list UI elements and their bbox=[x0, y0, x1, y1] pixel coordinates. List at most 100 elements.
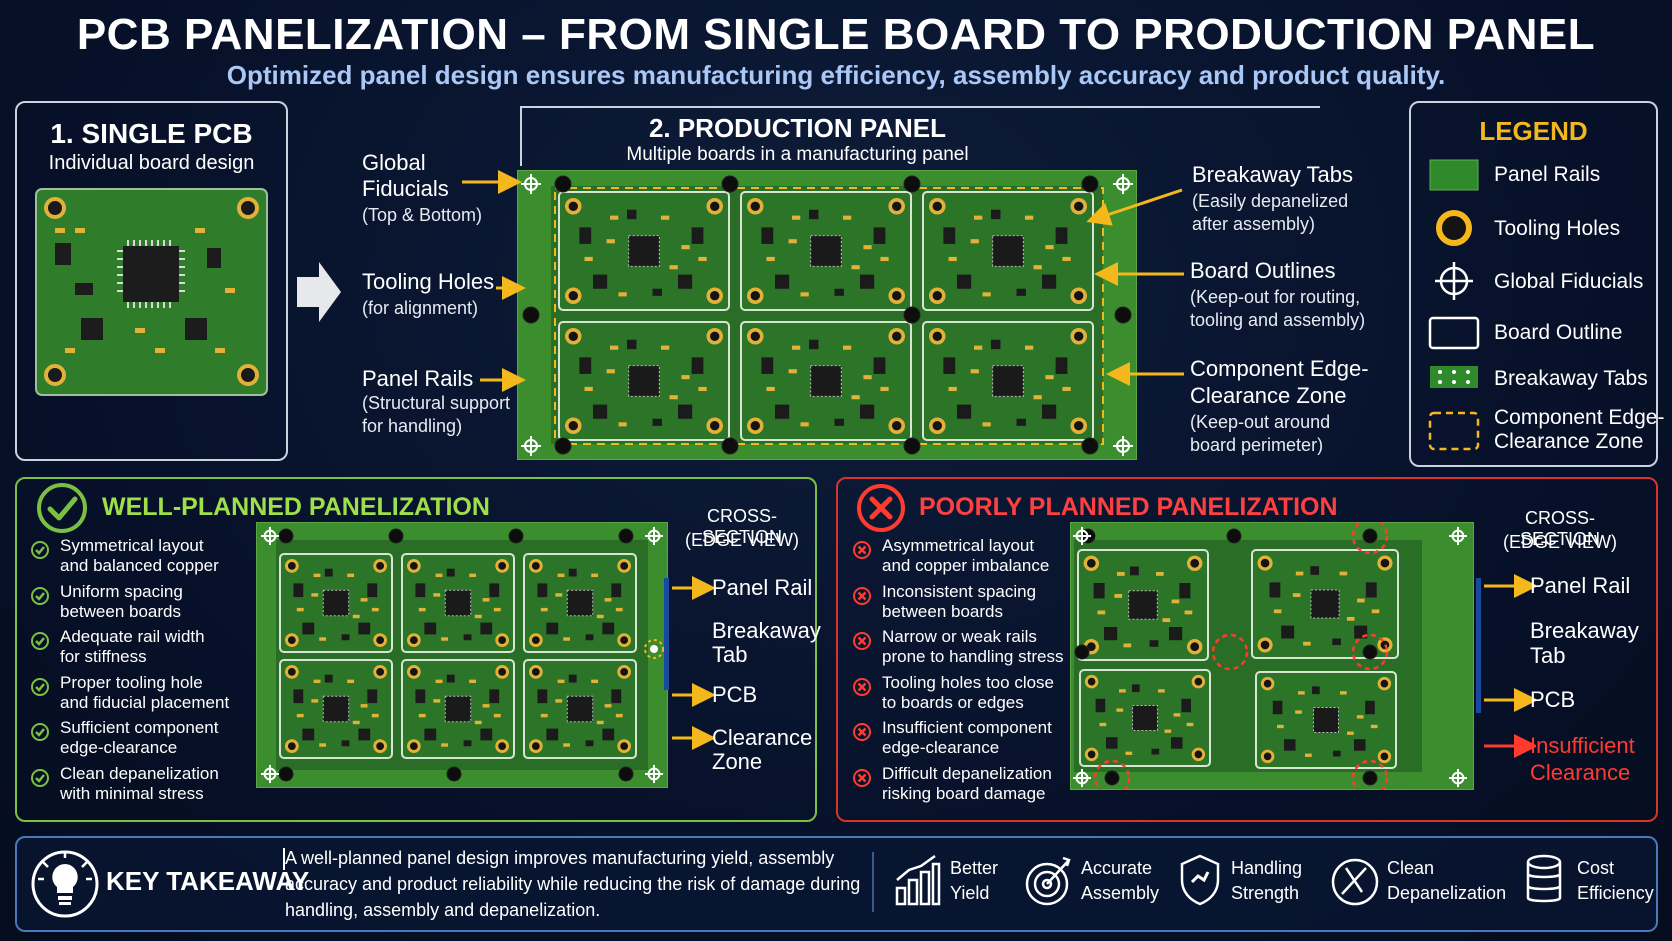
fiducial-mark bbox=[261, 765, 279, 783]
bad-panel-board bbox=[1070, 522, 1474, 790]
item-text: Insufficient component bbox=[882, 718, 1052, 737]
tooling-hole bbox=[903, 306, 921, 324]
benefit-4-line1: Clean bbox=[1387, 858, 1435, 878]
problem-highlight bbox=[1351, 522, 1389, 555]
legend-label-board-outline: Board Outline bbox=[1494, 321, 1623, 344]
legend-swatches bbox=[1428, 159, 1480, 451]
label-global-fiducials-title: Global Fiducials bbox=[362, 150, 449, 201]
item-text: Uniform spacing bbox=[60, 581, 183, 601]
bad-callout-arrows bbox=[1484, 574, 1536, 758]
item-text: Inconsistent spacing bbox=[882, 581, 1037, 601]
check-icon bbox=[31, 632, 49, 650]
label-clearance-zone-sub: (Keep-out around bbox=[1190, 412, 1331, 432]
key-takeaway-bar bbox=[15, 836, 1658, 932]
fiducial-mark bbox=[521, 174, 541, 194]
pcb-board bbox=[401, 553, 515, 653]
benefit-1-line1: Better bbox=[950, 858, 999, 878]
pcb-board bbox=[401, 659, 515, 759]
tooling-hole bbox=[1362, 644, 1378, 660]
label-clearance-zone: Component Edge- bbox=[1190, 356, 1369, 381]
label-breakaway-tabs-sub: (Easily depanelized bbox=[1192, 191, 1349, 211]
x-icon bbox=[853, 768, 871, 787]
legend-label-global-fiducials: Global Fiducials bbox=[1494, 270, 1644, 293]
x-icon bbox=[853, 723, 871, 741]
bar-chart-icon bbox=[895, 854, 941, 906]
benefit-5-line1: Cost bbox=[1577, 858, 1615, 878]
pcb-board bbox=[1077, 549, 1209, 661]
tooling-hole bbox=[903, 437, 921, 455]
fiducial-mark bbox=[261, 527, 279, 545]
tooling-hole bbox=[1081, 437, 1099, 455]
benefit-3-line1: Handling bbox=[1231, 858, 1303, 878]
legend-breakaway-tabs-swatch bbox=[1430, 366, 1478, 388]
pcb-board bbox=[558, 191, 730, 311]
legend-fiducial-swatch bbox=[1435, 262, 1473, 300]
fiducial-mark bbox=[1073, 527, 1091, 545]
coins-icon bbox=[1526, 854, 1562, 903]
key-takeaway-text-cursor bbox=[283, 848, 285, 870]
tooling-hole bbox=[278, 528, 294, 544]
benefit-1-line2: Yield bbox=[950, 883, 990, 903]
item-text: Narrow or weak rails bbox=[882, 627, 1037, 646]
tooling-hole bbox=[1104, 770, 1120, 786]
legend-board-outline-swatch bbox=[1428, 316, 1480, 350]
item-text: to boards or edges bbox=[882, 692, 1024, 712]
item-text: and fiducial placement bbox=[60, 692, 230, 712]
item-text: edge-clearance bbox=[882, 738, 1000, 757]
legend-clearance-zone-swatch bbox=[1428, 411, 1480, 451]
item-text: risking board damage bbox=[882, 783, 1046, 803]
label-tooling-holes-sub: (for alignment) bbox=[362, 298, 479, 318]
good-edge-strip bbox=[664, 578, 669, 690]
tooling-hole bbox=[1226, 528, 1242, 544]
legend-label-panel-rails: Panel Rails bbox=[1494, 163, 1601, 186]
legend-label-clearance-zone-1: Component Edge- bbox=[1494, 406, 1665, 429]
pcb-board bbox=[279, 659, 393, 759]
good-title: WELL-PLANNED PANELIZATION bbox=[102, 493, 490, 521]
label-board-outlines-sub: (Keep-out for routing, bbox=[1190, 287, 1361, 307]
key-takeaway-text-2: accuracy and product reliability while r… bbox=[285, 874, 861, 894]
problem-highlight bbox=[1211, 633, 1249, 671]
tooling-hole bbox=[388, 528, 404, 544]
fiducial-mark bbox=[645, 765, 663, 783]
x-icon bbox=[853, 677, 871, 696]
pcb-board bbox=[279, 553, 393, 653]
item-text: Tooling holes too close bbox=[882, 672, 1055, 692]
item-text: Clean depanelization bbox=[60, 763, 219, 783]
legend-panel bbox=[1409, 101, 1658, 467]
benefit-4-line2: Depanelization bbox=[1387, 883, 1507, 903]
fiducial-mark bbox=[521, 436, 541, 456]
single-pcb-heading: 1. SINGLE PCB bbox=[50, 118, 253, 149]
problem-highlight bbox=[1351, 759, 1389, 790]
tooling-hole bbox=[1081, 175, 1099, 193]
tooling-hole bbox=[278, 766, 294, 782]
tooling-hole bbox=[1362, 770, 1378, 786]
fiducial-mark bbox=[1113, 436, 1133, 456]
tooling-hole bbox=[1114, 306, 1132, 324]
label-panel-rails: Panel Rails bbox=[362, 366, 474, 391]
legend-label-breakaway-tabs: Breakaway Tabs bbox=[1494, 367, 1648, 390]
label-panel-rails-sub2: for handling) bbox=[362, 416, 463, 436]
bad-title: POORLY PLANNED PANELIZATION bbox=[919, 493, 1338, 521]
good-label-panel-rail: Panel Rail bbox=[712, 575, 813, 600]
production-heading: 2. PRODUCTION PANEL bbox=[648, 113, 947, 143]
tooling-hole bbox=[618, 766, 634, 782]
good-cross-section-title: CROSS-SECTION bbox=[701, 506, 782, 547]
tooling-hole bbox=[522, 306, 540, 324]
bad-label-clearance: Clearance bbox=[1530, 760, 1631, 785]
bad-label-pcb: PCB bbox=[1530, 687, 1576, 712]
label-global-fiducials-sub: (Top & Bottom) bbox=[362, 205, 483, 225]
good-label-pcb: PCB bbox=[712, 682, 758, 707]
legend-tooling-hole-swatch bbox=[1436, 210, 1472, 246]
label-global-fiducials: Global Fiducials bbox=[362, 150, 502, 202]
bad-panelization-panel bbox=[836, 477, 1658, 822]
label-tooling-holes: Tooling Holes bbox=[362, 269, 495, 294]
label-board-outlines-sub2: tooling and assembly) bbox=[1190, 310, 1366, 330]
